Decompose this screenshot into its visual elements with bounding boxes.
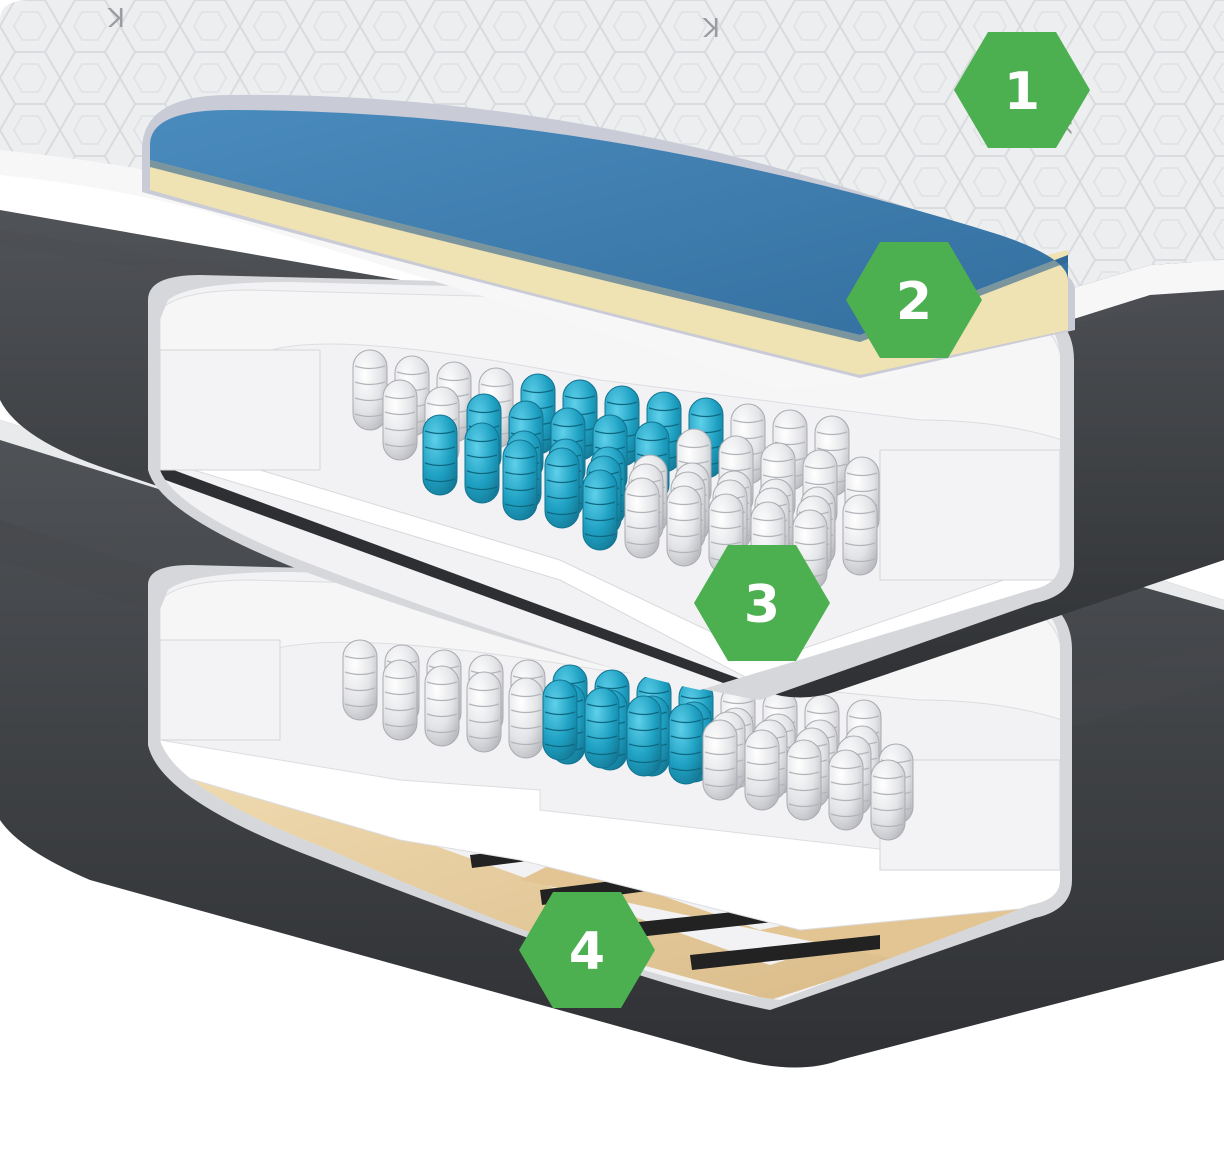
- pocket-spring-white: [424, 665, 460, 747]
- layer-badge-number: 4: [569, 922, 605, 982]
- pocket-spring-white: [624, 477, 660, 559]
- hexagon-icon: [519, 892, 655, 1008]
- pocket-spring-white: [744, 729, 780, 811]
- layer-badge-number: 3: [744, 575, 780, 635]
- layer-badge-1: 1: [954, 32, 1090, 148]
- pocket-spring-blue: [584, 687, 620, 769]
- pocket-spring-white: [786, 739, 822, 821]
- topper-cutaway: [142, 94, 1075, 378]
- layer-badge-4: 4: [519, 892, 655, 1008]
- pocket-spring-white: [842, 494, 878, 576]
- pocket-spring-blue: [544, 447, 580, 529]
- pocket-spring-white: [382, 379, 418, 461]
- kingsdown-k-logo: K: [702, 11, 720, 41]
- layer-badge-number: 1: [1004, 62, 1040, 122]
- pocket-spring-blue: [502, 439, 538, 521]
- hexagon-icon: [954, 32, 1090, 148]
- pocket-spring-white: [508, 677, 544, 759]
- pocket-spring-blue: [464, 422, 500, 504]
- pocket-spring-blue: [626, 695, 662, 777]
- pocket-spring-white: [702, 719, 738, 801]
- layer-badge-2: 2: [846, 242, 982, 358]
- layer-badge-number: 2: [896, 272, 932, 332]
- pocket-spring-white: [352, 349, 388, 431]
- pocket-spring-blue: [668, 703, 704, 785]
- mattress-pocket-springs: [352, 349, 880, 591]
- pocket-spring-white: [870, 759, 906, 841]
- hexagon-icon: [846, 242, 982, 358]
- base-pocket-springs: [342, 639, 914, 841]
- kingsdown-k-logo: K: [107, 1, 125, 31]
- layer-badge-3: 3: [694, 545, 830, 661]
- hexagon-icon: [694, 545, 830, 661]
- pocket-spring-white: [666, 485, 702, 567]
- pocket-spring-blue: [422, 414, 458, 496]
- pocket-spring-white: [382, 659, 418, 741]
- pocket-spring-blue: [542, 679, 578, 761]
- pocket-spring-white: [828, 749, 864, 831]
- gel-foam-layer: [150, 110, 1068, 335]
- pocket-spring-white: [466, 671, 502, 753]
- pocket-spring-blue: [582, 469, 618, 551]
- pocket-spring-white: [342, 639, 378, 721]
